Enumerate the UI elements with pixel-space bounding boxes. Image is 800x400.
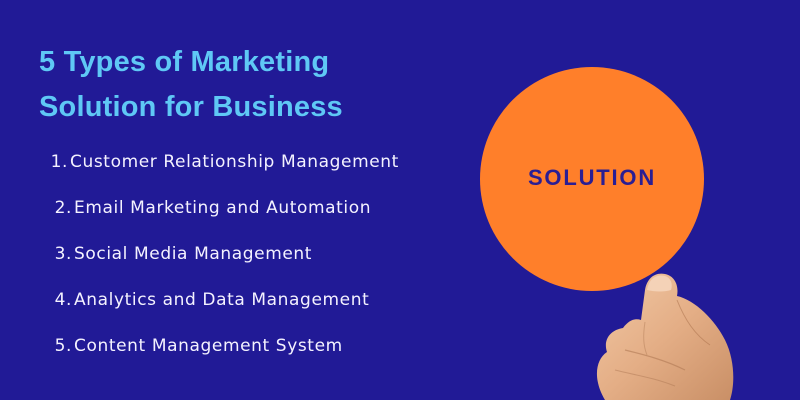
list-item-number: 5. (54, 336, 72, 356)
list-item-label: Social Media Management (74, 244, 313, 264)
list-item-number: 1. (50, 152, 68, 172)
list-item-label: Content Management System (74, 336, 343, 356)
solution-circle: SOLUTION (480, 67, 704, 291)
hand-holding-circle-icon (596, 273, 734, 400)
solution-label: SOLUTION (527, 165, 657, 190)
list-item-label: Customer Relationship Management (70, 152, 399, 172)
list-item-number: 2. (54, 198, 72, 218)
list-item-number: 4. (54, 290, 72, 310)
title-line-2: Solution for Business (39, 91, 343, 123)
list-item-label: Analytics and Data Management (74, 290, 370, 310)
page-title: 5 Types of Marketing Solution for Busine… (39, 40, 343, 130)
list-item-label: Email Marketing and Automation (74, 198, 372, 218)
list-item-number: 3. (54, 244, 72, 264)
title-line-1: 5 Types of Marketing (39, 46, 330, 78)
